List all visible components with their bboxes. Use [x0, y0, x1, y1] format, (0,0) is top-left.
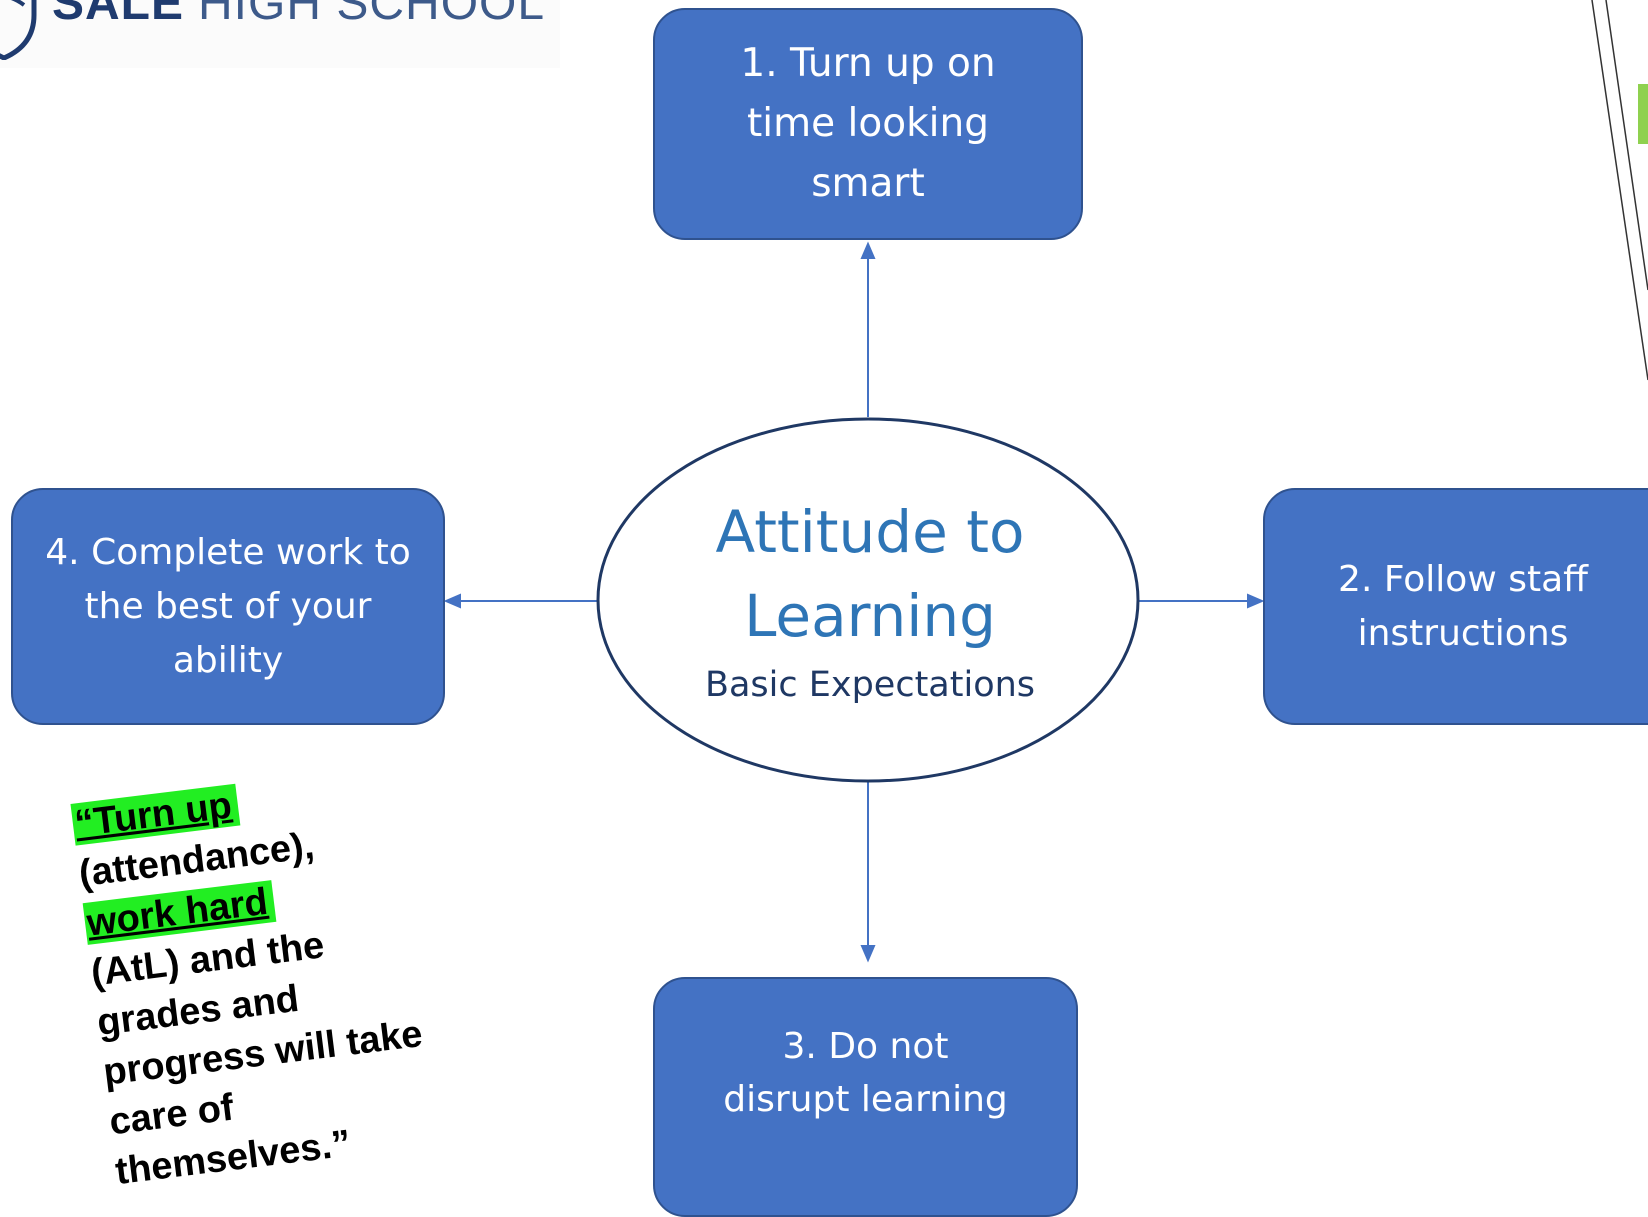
- center-label: Attitude to Learning Basic Expectations: [640, 490, 1100, 710]
- center-title: Attitude to Learning: [715, 498, 1025, 650]
- arrowhead-up: [860, 241, 876, 259]
- expectation-3-text: 3. Do not disrupt learning: [723, 1026, 1008, 1120]
- quote-rest: (AtL) and the grades and progress will t…: [88, 924, 425, 1194]
- expectation-1-text: 1. Turn up on time looking smart: [740, 41, 996, 206]
- arrowhead-down: [860, 945, 876, 963]
- arrowhead-right: [1247, 593, 1265, 609]
- center-ellipse: [596, 417, 1140, 783]
- expectation-box-3: 3. Do not disrupt learning: [653, 977, 1078, 1217]
- quote-block: “Turn up (attendance), work hard (AtL) a…: [70, 760, 446, 1197]
- school-name-bold: SALE: [52, 0, 185, 30]
- expectation-box-1: 1. Turn up on time looking smart: [653, 8, 1083, 240]
- arrowhead-left: [443, 593, 461, 609]
- diagram-connectors: [443, 0, 1648, 963]
- school-name-light: HIGH SCHOOL: [198, 0, 546, 30]
- school-crest-icon: [0, 0, 37, 60]
- expectation-4-text: 4. Complete work to the best of your abi…: [45, 531, 411, 681]
- school-logo: SALE HIGH SCHOOL: [0, 0, 560, 68]
- expectation-2-text: 2. Follow staff instructions: [1338, 558, 1588, 654]
- edge-decoration: [1591, 0, 1648, 381]
- expectation-box-4: 4. Complete work to the best of your abi…: [11, 488, 445, 725]
- expectation-box-2: 2. Follow staff instructions: [1263, 488, 1648, 725]
- school-name: SALE HIGH SCHOOL: [52, 0, 545, 31]
- center-subtitle: Basic Expectations: [704, 665, 1036, 705]
